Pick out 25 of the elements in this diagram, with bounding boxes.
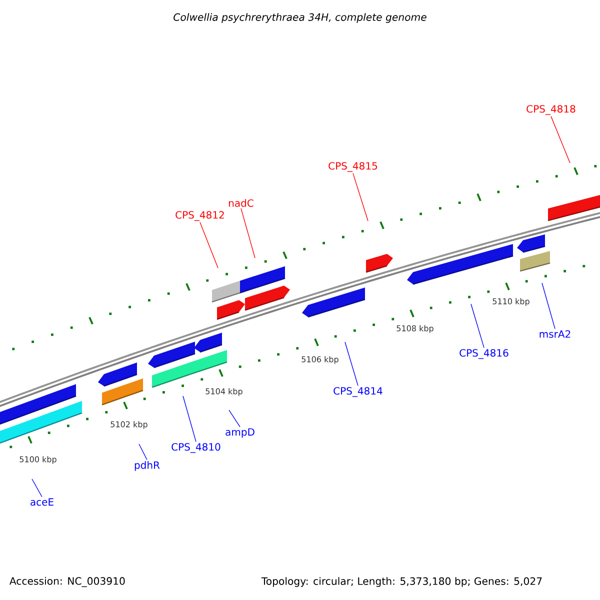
leader-line xyxy=(542,282,556,330)
leader-line xyxy=(32,478,42,498)
gene-label: ampD xyxy=(226,428,254,438)
gene-label: aceE xyxy=(30,498,54,506)
leader-line xyxy=(470,304,484,348)
gene-label: nadC xyxy=(229,199,254,207)
footer-text: Accession: NC_003910 xyxy=(9,576,125,588)
leader-line xyxy=(352,172,368,222)
leader-line xyxy=(344,342,358,386)
leader-line xyxy=(550,116,570,164)
gene-label: CPS_4812 xyxy=(176,211,224,221)
gene-label: CPS_4815 xyxy=(328,162,378,172)
leader-line xyxy=(138,444,148,460)
leader-line xyxy=(228,410,240,428)
footer-text: Topology: circular; Length: 5,373,180 bp; Genes: 5,027 xyxy=(261,577,542,587)
leader-line xyxy=(240,208,256,258)
title: Colwellia psychrerythraea 34H, complete genome xyxy=(174,13,426,23)
leader-line xyxy=(182,396,196,442)
leader-line xyxy=(200,222,218,268)
gene-label: pdhR xyxy=(134,461,160,471)
gene-label: msrA2 xyxy=(540,330,570,338)
gene-label: CPS_4818 xyxy=(526,105,576,115)
gene-label: CPS_4816 xyxy=(460,349,508,359)
gene-label: CPS_4814 xyxy=(334,387,382,397)
gene-label: CPS_4810 xyxy=(172,443,220,453)
